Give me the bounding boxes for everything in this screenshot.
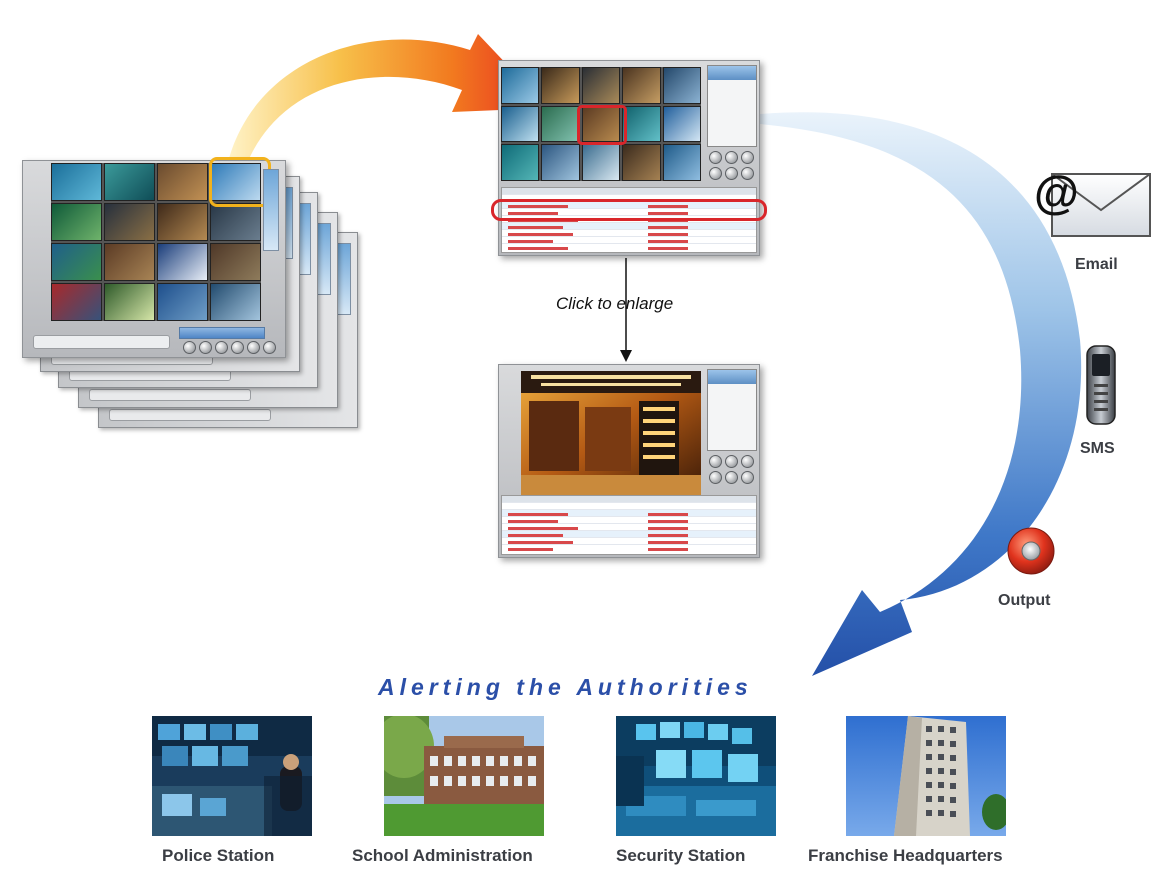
franchise-headquarters-label: Franchise Headquarters <box>808 846 1003 865</box>
ptz-buttons <box>709 151 755 180</box>
event-camera-grid <box>501 67 701 181</box>
output-label: Output <box>998 592 1051 609</box>
police-station-photo <box>152 716 312 836</box>
email-label: Email <box>1075 256 1118 273</box>
status-bar <box>179 327 265 339</box>
headline: Alerting the Authorities <box>378 674 753 700</box>
event-monitor-screen <box>491 60 767 256</box>
svg-text:@: @ <box>1034 166 1079 218</box>
franchise-headquarters-photo <box>846 716 1006 836</box>
camera-highlight-red <box>577 105 627 145</box>
email-icon: @ <box>1034 164 1154 240</box>
enlarged-camera-image <box>521 371 701 495</box>
log-row-highlight <box>491 199 767 221</box>
enlarge-arrow-head <box>620 350 632 362</box>
police-station-label: Police Station <box>162 846 275 865</box>
school-administration-label: School Administration <box>352 846 533 865</box>
enlarged-tree-panel <box>707 369 757 451</box>
enlarged-view-screen <box>498 364 760 558</box>
multi-camera-screen <box>22 157 286 358</box>
security-station-label: Security Station <box>616 846 746 865</box>
mobile-phone-icon <box>1084 344 1118 426</box>
click-to-enlarge-label: Click to enlarge <box>556 294 674 313</box>
school-administration-photo <box>384 716 544 836</box>
playback-bar <box>33 335 170 349</box>
camera-highlight-yellow <box>209 157 271 207</box>
sms-label: SMS <box>1080 440 1115 457</box>
camera-grid <box>51 163 261 321</box>
security-station-photo <box>616 716 776 836</box>
side-strip <box>263 169 279 251</box>
output-button-icon <box>1006 526 1056 576</box>
transfer-arrow <box>228 34 548 166</box>
enlarged-ptz-buttons <box>709 455 755 484</box>
device-tree-panel <box>707 65 757 147</box>
alert-arrow <box>760 112 1082 676</box>
control-buttons <box>183 341 276 354</box>
enlarged-event-log <box>501 495 757 555</box>
